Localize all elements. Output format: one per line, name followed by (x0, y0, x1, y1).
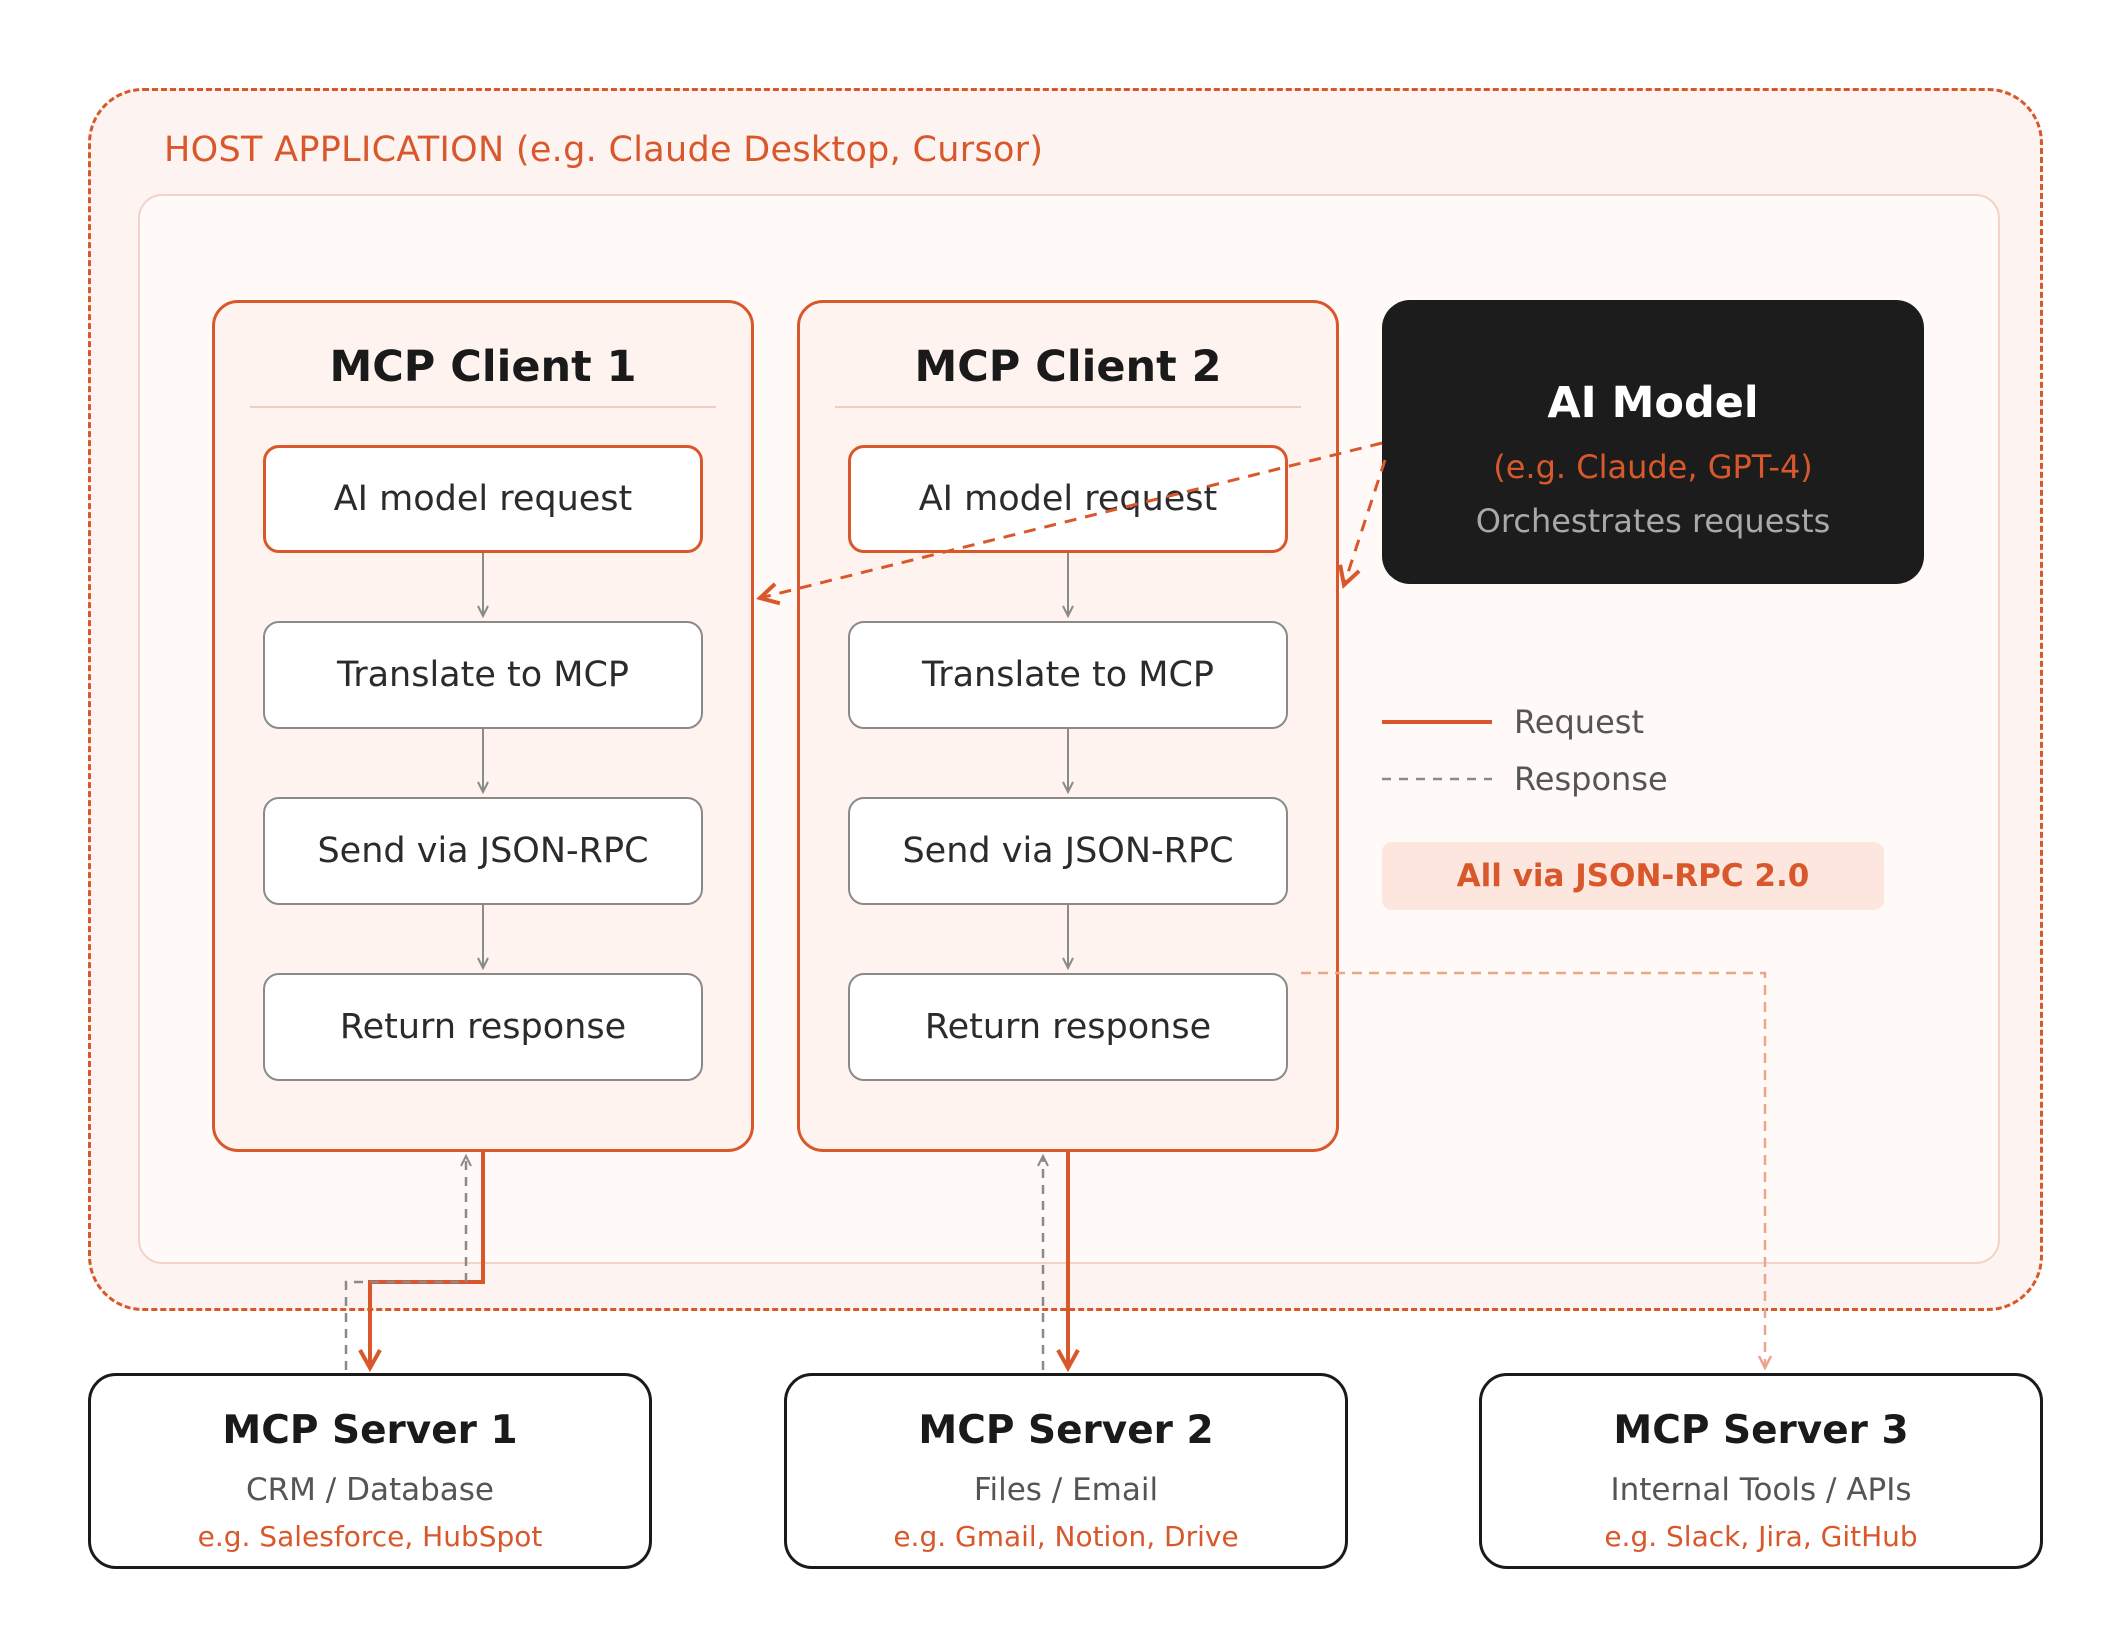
client-2-step-return: Return response (848, 973, 1288, 1081)
ai-model-description: Orchestrates requests (1475, 502, 1831, 540)
server-3-example: e.g. Slack, Jira, GitHub (1604, 1520, 1918, 1553)
ai-model-title: AI Model (1547, 378, 1759, 428)
legend-response-label: Response (1514, 760, 1668, 798)
server-2-example: e.g. Gmail, Notion, Drive (893, 1520, 1239, 1553)
client-2-step-translate: Translate to MCP (848, 621, 1288, 729)
server-2-subtitle: Files / Email (973, 1472, 1159, 1508)
client-1-divider (250, 406, 716, 408)
host-application-label: HOST APPLICATION (e.g. Claude Desktop, C… (164, 130, 1044, 170)
client-2-step-ai-model-request: AI model request (848, 445, 1288, 553)
protocol-badge: All via JSON-RPC 2.0 (1382, 842, 1884, 910)
client-2-step-send: Send via JSON-RPC (848, 797, 1288, 905)
client-1-step-send: Send via JSON-RPC (263, 797, 703, 905)
server-3-title: MCP Server 3 (1613, 1408, 1909, 1453)
legend-request-label: Request (1514, 703, 1644, 741)
client-1-step-translate: Translate to MCP (263, 621, 703, 729)
server-2-title: MCP Server 2 (918, 1408, 1214, 1453)
server-1-subtitle: CRM / Database (246, 1472, 494, 1508)
ai-model-box (1382, 300, 1924, 584)
client-2-divider (835, 406, 1301, 408)
server-1-title: MCP Server 1 (222, 1408, 518, 1453)
server-1-example: e.g. Salesforce, HubSpot (197, 1520, 543, 1553)
client-2-title: MCP Client 2 (914, 342, 1222, 392)
client-1-title: MCP Client 1 (329, 342, 637, 392)
client-1-step-ai-model-request: AI model request (263, 445, 703, 553)
mcp-server-2 (784, 1373, 1348, 1569)
mcp-server-1 (88, 1373, 652, 1569)
mcp-server-3 (1479, 1373, 2043, 1569)
client-1-step-return: Return response (263, 973, 703, 1081)
server-3-subtitle: Internal Tools / APIs (1610, 1472, 1912, 1508)
ai-model-example: (e.g. Claude, GPT-4) (1493, 448, 1813, 486)
